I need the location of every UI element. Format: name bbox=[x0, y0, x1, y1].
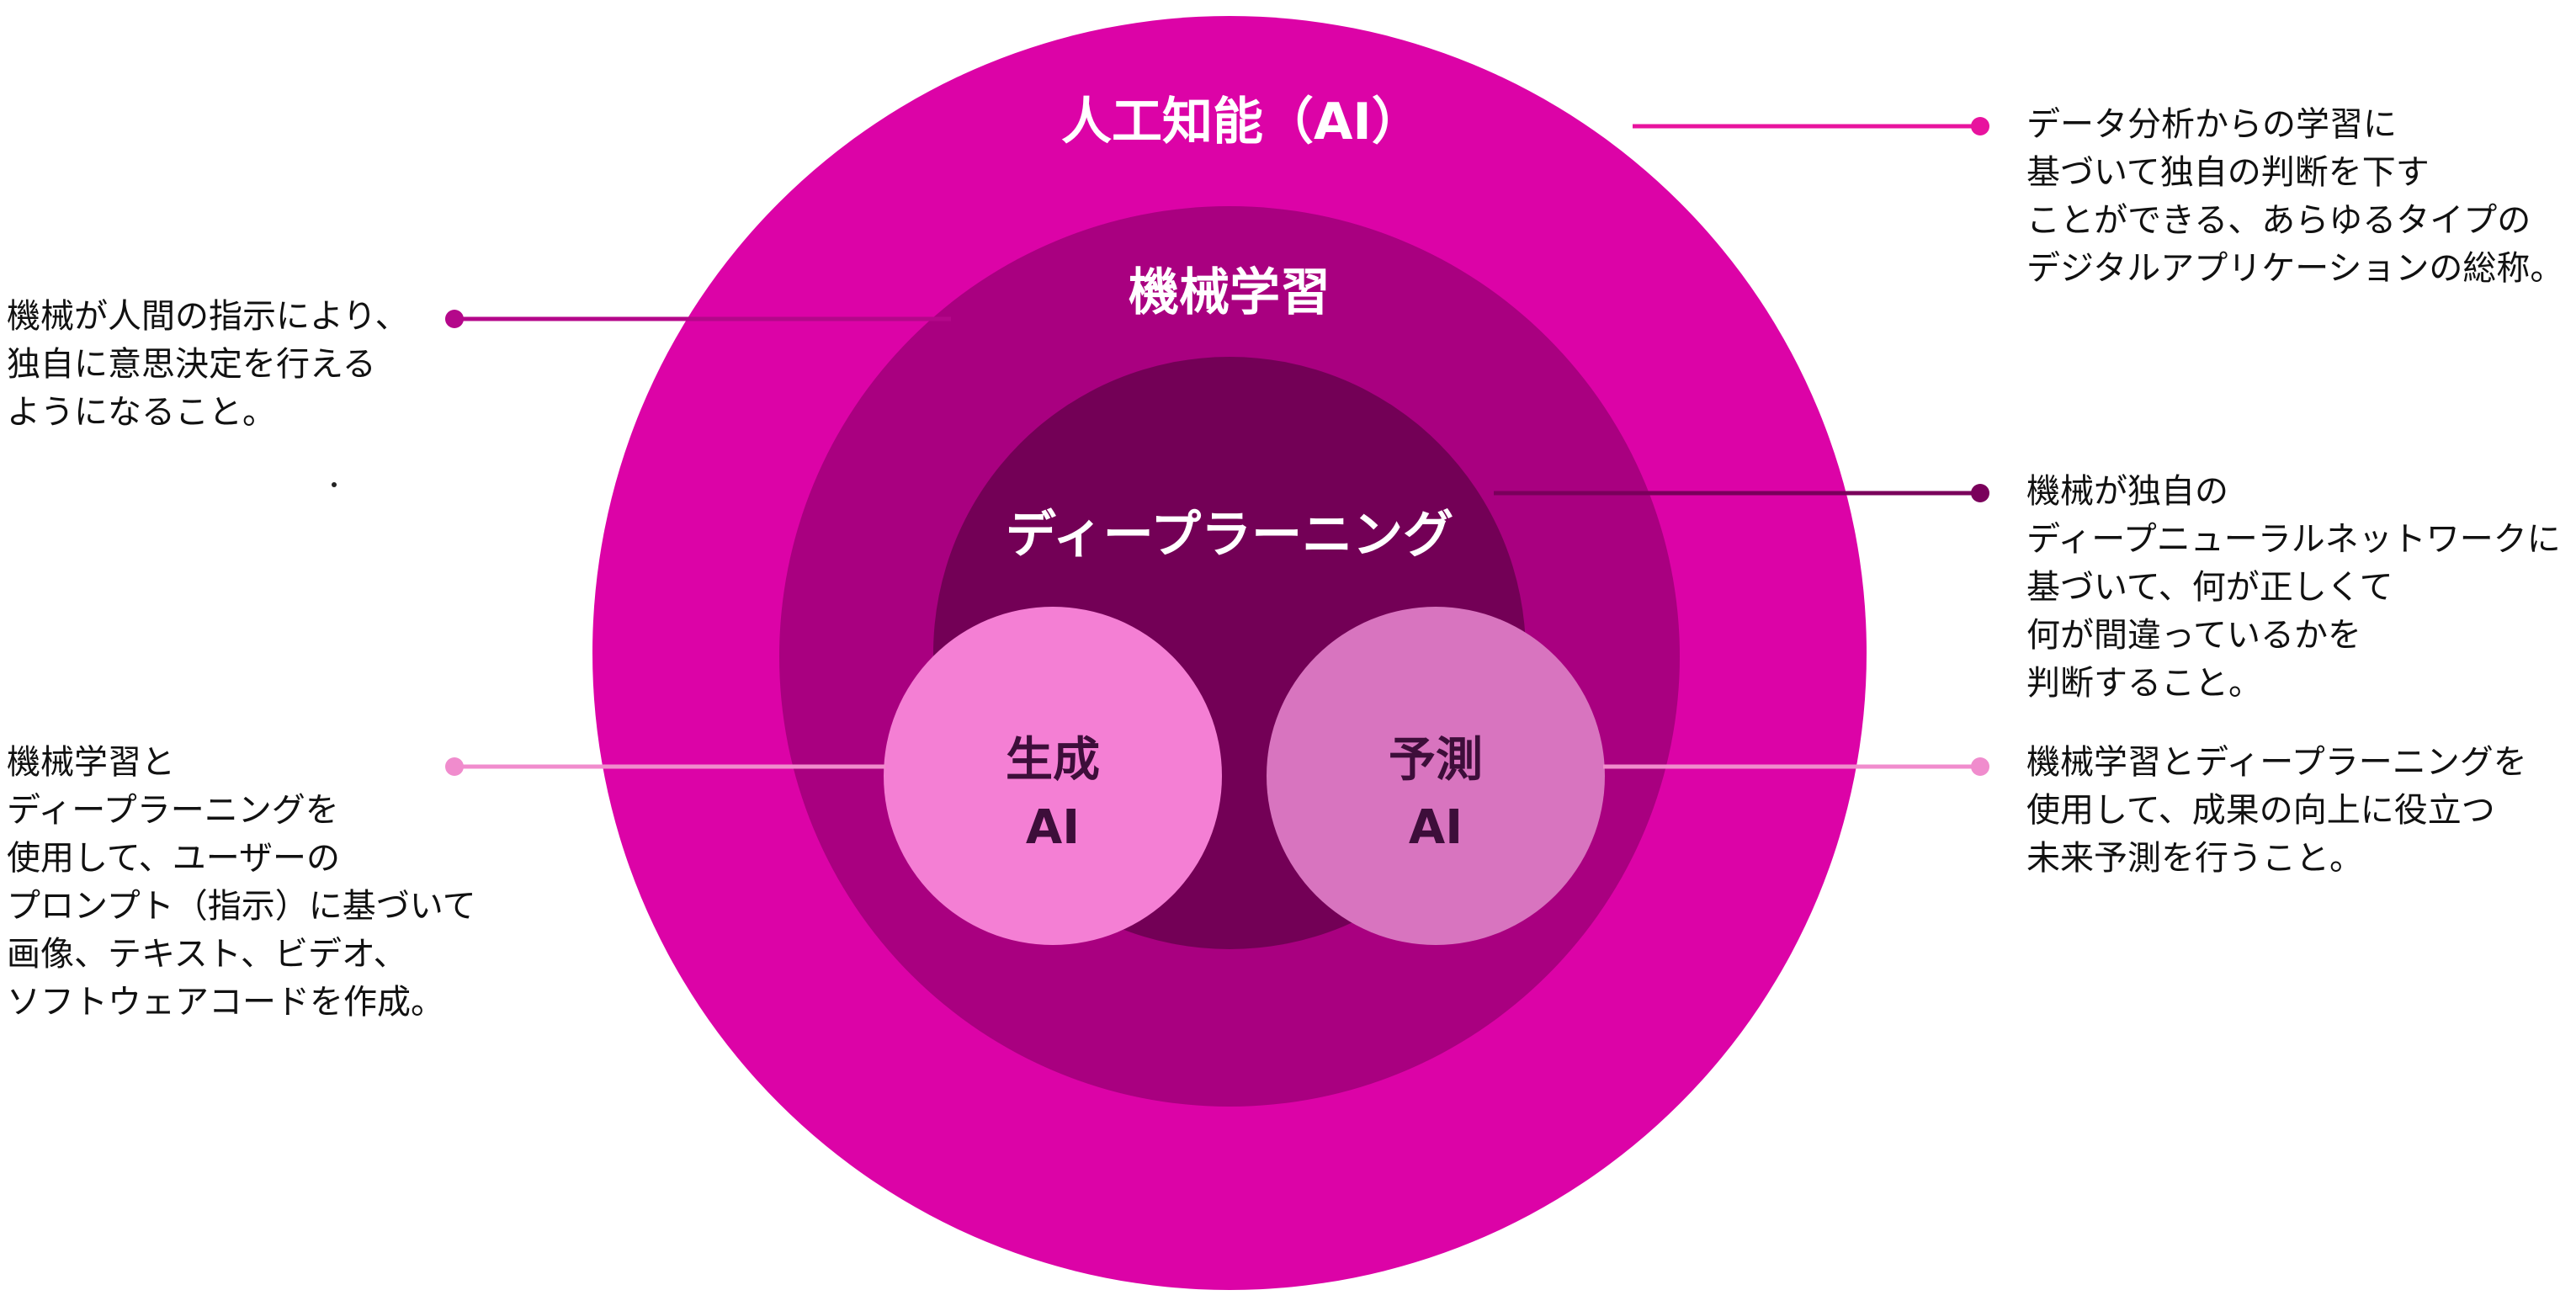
genai-circle bbox=[884, 607, 1222, 945]
stray-dot bbox=[332, 482, 337, 487]
dl-connector-dot bbox=[1971, 484, 1989, 502]
predai-label-line1: 予測 bbox=[1389, 733, 1483, 788]
genai-label-line1: 生成 bbox=[1006, 733, 1100, 788]
ai-description: データ分析からの学習に 基づいて独自の判断を下す ことができる、あらゆるタイプの… bbox=[2026, 105, 2564, 288]
genai-circle-label: 生成 AI bbox=[952, 727, 1154, 862]
predai-circle-label: 予測 AI bbox=[1335, 727, 1537, 862]
ai-circle-label: 人工知能（AI） bbox=[1061, 93, 1422, 151]
ml-circle-label: 機械学習 bbox=[1129, 263, 1330, 322]
genai-description: 機械学習と ディープラーニングを 使用して、ユーザーの プロンプト（指示）に基づ… bbox=[7, 743, 476, 1022]
predai-description: 機械学習とディープラーニングを 使用して、成果の向上に役立つ 未来予測を行うこと… bbox=[2026, 743, 2527, 878]
dl-description: 機械が独自の ディープニューラルネットワークに 基づいて、何が正しくて 何が間違… bbox=[2026, 472, 2561, 703]
predai-circle bbox=[1267, 607, 1605, 945]
ml-description: 機械が人間の指示により、 独自に意思決定を行える ようになること。 bbox=[7, 297, 409, 432]
dl-circle-label: ディープラーニング bbox=[1005, 506, 1454, 565]
predai-label-line2: AI bbox=[1408, 800, 1463, 855]
ml-connector-dot bbox=[445, 310, 464, 328]
ai-connector-dot bbox=[1971, 117, 1989, 135]
genai-connector-dot bbox=[445, 757, 464, 776]
predai-connector-dot bbox=[1971, 757, 1989, 776]
genai-label-line2: AI bbox=[1025, 800, 1081, 855]
